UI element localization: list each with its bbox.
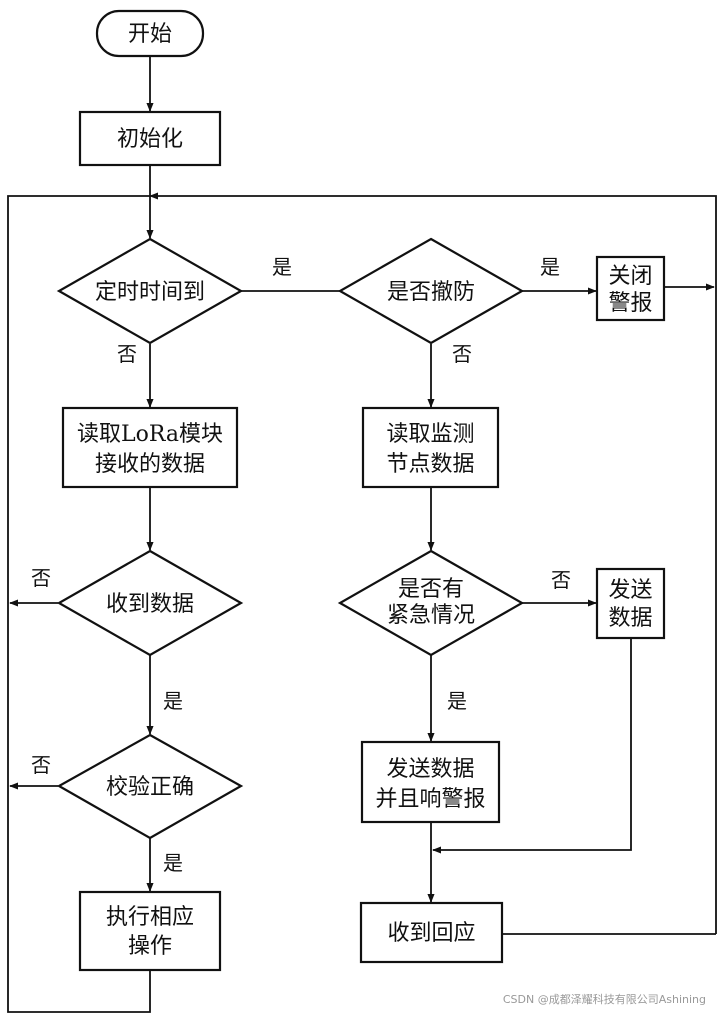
decision-emergency: 是否有 紧急情况 <box>337 549 525 657</box>
node-send-data-line1: 发送 <box>608 578 652 603</box>
decision-timer-label: 定时时间到 <box>95 280 205 305</box>
node-send-alarm-line1: 发送数据 <box>386 757 474 782</box>
label-received-no: 否 <box>31 566 51 590</box>
decision-emergency-line1: 是否有 <box>398 577 464 602</box>
decision-disarm-label: 是否撤防 <box>387 280 475 305</box>
label-timer-yes: 是 <box>272 255 292 279</box>
label-received-yes: 是 <box>163 689 183 713</box>
label-verify-yes: 是 <box>163 851 183 875</box>
node-read-monitor: 读取监测 节点数据 <box>361 406 500 489</box>
node-init-label: 初始化 <box>117 127 183 152</box>
decision-received-label: 收到数据 <box>106 592 194 617</box>
node-send-data: 发送 数据 <box>595 567 666 640</box>
node-read-lora-line2: 接收的数据 <box>95 452 205 477</box>
label-disarm-yes: 是 <box>540 255 560 279</box>
node-read-lora: 读取LoRa模块 接收的数据 <box>61 406 239 489</box>
node-send-alarm: 发送数据 并且响警报 <box>360 740 501 824</box>
node-execute-line1: 执行相应 <box>106 905 194 930</box>
label-timer-no: 否 <box>117 342 137 366</box>
node-close-alarm-line1: 关闭 <box>608 264 652 289</box>
decision-emergency-line2: 紧急情况 <box>387 603 475 628</box>
node-execute: 执行相应 操作 <box>78 890 222 972</box>
decision-verify: 校验正确 <box>56 733 244 840</box>
node-read-monitor-line1: 读取监测 <box>386 422 474 447</box>
decision-disarm: 是否撤防 <box>337 237 525 345</box>
connectors <box>7 56 717 1013</box>
node-close-alarm: 关闭 警报 <box>595 255 666 322</box>
decision-received: 收到数据 <box>56 549 244 657</box>
node-close-alarm-line2: 警报 <box>608 291 652 316</box>
label-disarm-no: 否 <box>452 342 472 366</box>
label-verify-no: 否 <box>31 753 51 777</box>
node-send-alarm-line2: 并且响警报 <box>375 787 485 812</box>
node-send-data-line2: 数据 <box>608 606 652 631</box>
node-receive-reply-label: 收到回应 <box>387 921 475 946</box>
node-init: 初始化 <box>78 110 222 167</box>
node-execute-line2: 操作 <box>128 934 172 959</box>
node-start-label: 开始 <box>128 22 172 47</box>
watermark-text: CSDN @成都泽耀科技有限公司Ashining <box>503 992 706 1006</box>
edge-return-top <box>149 192 717 934</box>
label-emergency-yes: 是 <box>447 689 467 713</box>
decision-verify-label: 校验正确 <box>106 775 194 800</box>
decision-timer: 定时时间到 <box>56 237 244 345</box>
label-emergency-no: 否 <box>551 568 571 592</box>
node-read-monitor-line2: 节点数据 <box>386 452 474 477</box>
node-receive-reply: 收到回应 <box>359 901 504 964</box>
node-read-lora-line1: 读取LoRa模块 <box>77 422 223 447</box>
edge-send-merge <box>432 638 632 854</box>
node-start: 开始 <box>95 9 205 58</box>
edge-return-left <box>7 195 151 1013</box>
